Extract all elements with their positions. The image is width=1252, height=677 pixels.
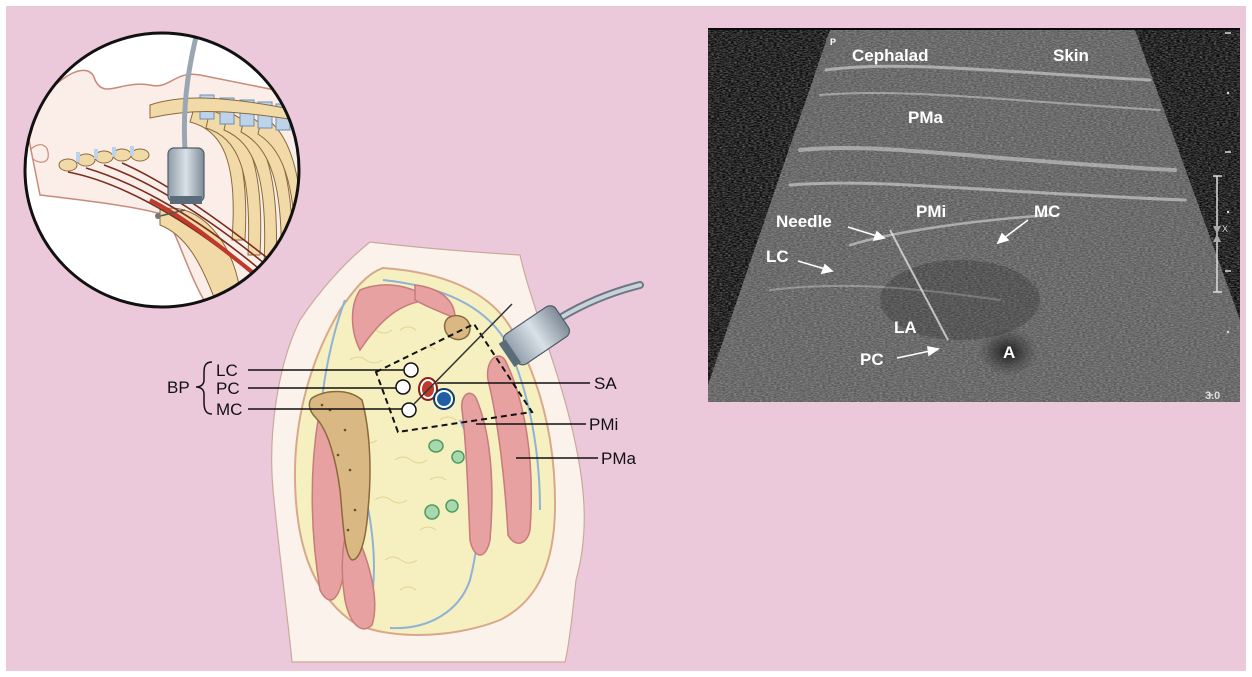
depth-label: 3.0 xyxy=(1205,390,1220,402)
us-label-a: A xyxy=(1003,343,1015,362)
us-label-skin: Skin xyxy=(1053,46,1089,65)
us-label-mc: MC xyxy=(1034,202,1060,221)
us-label-la: LA xyxy=(894,318,917,337)
us-label-pma: PMa xyxy=(908,108,944,127)
label-mc: MC xyxy=(216,400,242,419)
us-label-needle: Needle xyxy=(776,212,832,231)
label-pmi: PMi xyxy=(589,415,618,434)
us-label-pmi: PMi xyxy=(916,202,946,221)
scale-marker: X xyxy=(1222,224,1228,234)
label-bp: BP xyxy=(167,378,190,397)
label-sa: SA xyxy=(594,374,617,393)
label-lc: LC xyxy=(216,361,238,380)
us-label-lc: LC xyxy=(766,247,789,266)
us-label-pc: PC xyxy=(860,350,884,369)
ultrasound-image: X P 3.0 Cephalad Skin PMa Needle PMi MC … xyxy=(708,28,1240,402)
label-pma: PMa xyxy=(601,449,637,468)
inset-anatomy-circle xyxy=(25,20,304,310)
probe-orientation-marker: P xyxy=(830,37,836,47)
us-label-cephalad: Cephalad xyxy=(852,46,929,65)
label-pc: PC xyxy=(216,379,240,398)
cross-section-diagram: BP LC PC MC SA PMi PMa xyxy=(167,242,640,662)
